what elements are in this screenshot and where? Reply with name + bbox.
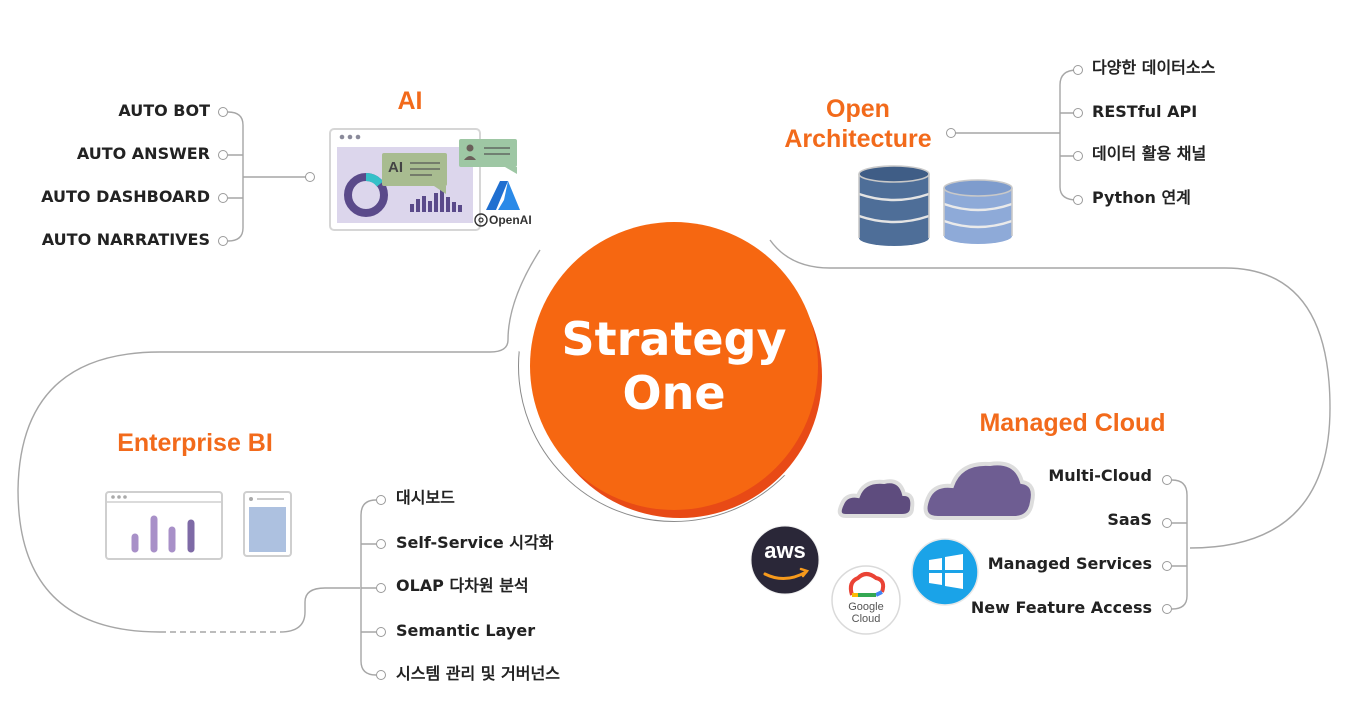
mc-item-new-feature-access: New Feature Access [970,598,1152,617]
aws-logo-text: aws [764,538,806,563]
ai-bracket [227,111,244,242]
oa-item-python: Python 연계 [1092,188,1191,207]
openai-label: OpenAI [489,213,532,227]
mc-item-managed-services: Managed Services [987,554,1152,573]
bi-connector-dot [376,670,386,680]
oa-bracket [1059,69,1078,201]
strategy-one-line1: Strategy [561,312,787,366]
ai-chat-label: AI [388,159,403,176]
ai-connector-dot [218,236,228,246]
database-icons [858,165,1013,246]
mc-connector-dot [1162,604,1172,614]
ai-connector-dot [218,150,228,160]
bi-connector-dot [376,495,386,505]
open-architecture-heading: Open Architecture [770,94,946,154]
oa-item-restful-api: RESTful API [1092,102,1198,121]
ai-item-auto-dashboard: AUTO DASHBOARD [41,187,210,206]
ai-item-auto-narratives: AUTO NARRATIVES [41,230,210,249]
managed-cloud-heading: Managed Cloud [979,409,1166,437]
cloud-large-icon [923,461,1035,520]
open-architecture-heading-line2: Architecture [784,125,932,153]
oa-hub-dot [946,128,956,138]
enterprise-bi-heading: Enterprise BI [117,429,273,457]
mc-connector-dot [1162,518,1172,528]
strategy-one-line2: One [622,366,726,420]
ai-dashboard-illustration [329,128,520,231]
google-cloud-logo-icon [831,565,901,635]
loop-left [17,249,541,633]
bi-connector-dot [376,627,386,637]
oa-connector-dot [1073,65,1083,75]
mc-connector-dot [1162,475,1172,485]
database-dark-icon [858,165,930,246]
mc-connector-dot [1162,561,1172,571]
ai-heading: AI [397,87,423,115]
mc-item-saas: SaaS [1107,510,1152,529]
bi-item-olap: OLAP 다차원 분석 [396,576,529,595]
loop-left-to-bi [279,587,360,633]
ai-item-auto-bot: AUTO BOT [118,101,210,120]
google-cloud-logo-text: Google Cloud [836,601,896,625]
mc-bracket [1171,479,1188,610]
ai-hub-dot [305,172,315,182]
loop-top-right [769,239,1331,549]
aws-logo-icon [750,525,820,595]
oa-item-data-channels: 데이터 활용 채널 [1092,144,1207,163]
oa-item-datasources: 다양한 데이터소스 [1092,58,1216,77]
windows-logo-icon [911,538,979,606]
strategy-one-title: Strategy One [530,312,818,420]
mc-item-multi-cloud: Multi-Cloud [1048,466,1152,485]
google-cloud-logo-line1: Google [848,601,884,613]
bi-dashboard-illustration [105,491,292,560]
bi-connector-dot [376,583,386,593]
oa-connector-dot [1073,151,1083,161]
strategy-one-circle [530,222,818,510]
ai-connector-dot [218,107,228,117]
database-light-icon [943,179,1013,244]
ai-item-auto-answer: AUTO ANSWER [76,144,210,163]
cloud-small-icon [837,479,915,518]
google-cloud-logo-line2: Cloud [851,613,881,625]
oa-connector-dot [1073,195,1083,205]
bi-item-dashboard: 대시보드 [396,488,455,507]
oa-connector-dot [1073,108,1083,118]
bi-item-semantic-layer: Semantic Layer [396,621,536,640]
ai-connector-dot [218,193,228,203]
bi-connector-dot [376,539,386,549]
bi-item-self-service: Self-Service 시각화 [396,533,554,552]
open-architecture-heading-line1: Open [826,95,890,123]
bi-item-governance: 시스템 관리 및 거버넌스 [396,664,560,683]
